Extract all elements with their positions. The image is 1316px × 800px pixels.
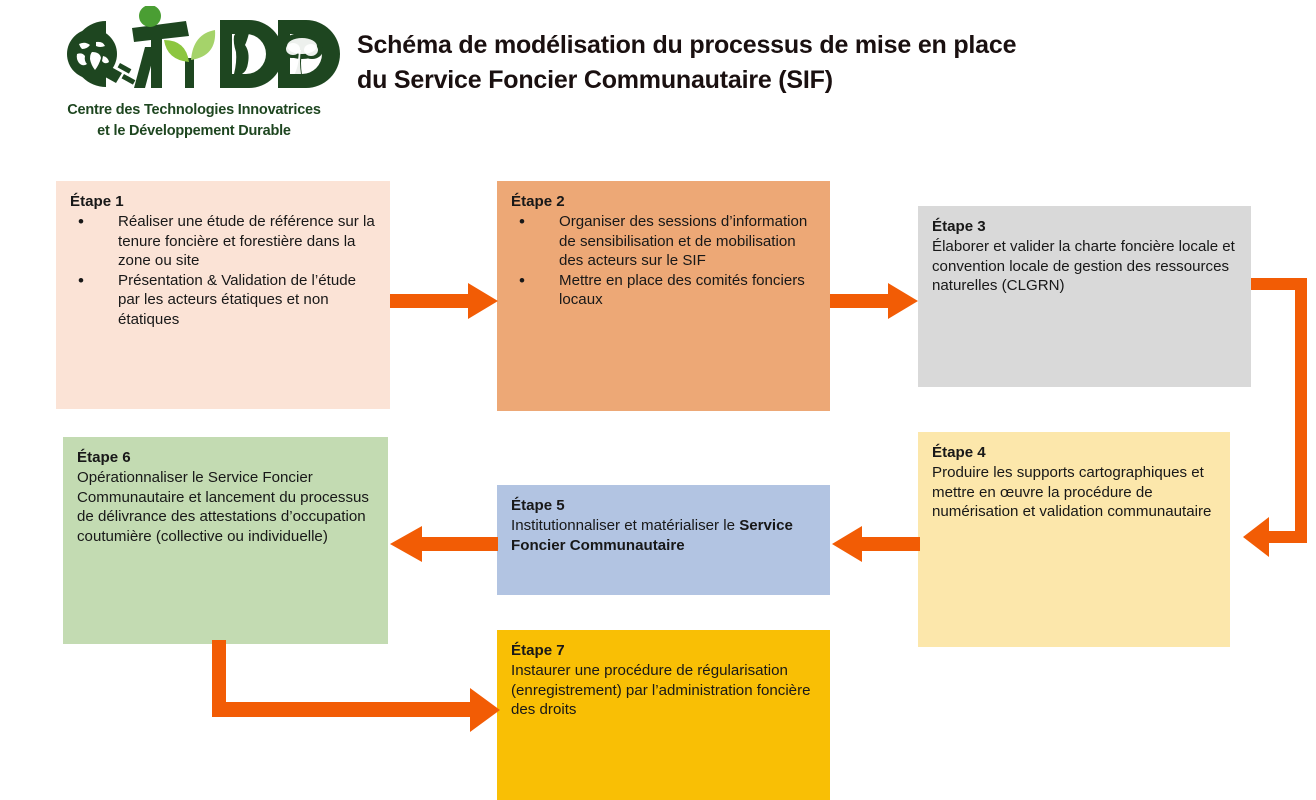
step-title-etape-3: Étape 3 — [932, 218, 986, 235]
step-title-etape-2: Étape 2 — [511, 193, 565, 210]
step-box-etape-6[interactable]: Étape 6 Opérationnaliser le Service Fonc… — [63, 437, 388, 644]
page-title: Schéma de modélisation du processus de m… — [357, 28, 1187, 97]
arrow-step3-to-step4 — [1243, 278, 1307, 557]
step-box-etape-4[interactable]: Étape 4 Produire les supports cartograph… — [918, 432, 1230, 647]
step-text-etape-3: Élaborer et valider la charte foncière l… — [932, 238, 1235, 295]
step-title-etape-5: Étape 5 — [511, 497, 565, 514]
step-bullet-item: Réaliser une étude de référence sur la t… — [70, 211, 376, 270]
step-box-etape-2[interactable]: Étape 2 Organiser des sessions d’informa… — [497, 181, 830, 411]
step-title-etape-7: Étape 7 — [511, 642, 565, 659]
logo-caption-line-2: et le Développement Durable — [97, 123, 291, 139]
step-bullet-item: Mettre en place des comités fonciers loc… — [511, 270, 816, 310]
page-title-line-2: du Service Foncier Communautaire (SIF) — [357, 65, 833, 94]
step-bullet-item: Présentation & Validation de l’étude par… — [70, 270, 376, 329]
page-title-line-1: Schéma de modélisation du processus de m… — [357, 31, 1017, 59]
step-text-etape-5: Institutionnaliser et matérialiser le Se… — [511, 516, 816, 555]
step-title-etape-6: Étape 6 — [77, 449, 131, 466]
step-title-etape-4: Étape 4 — [932, 444, 986, 461]
ctidd-logo: Centre des Technologies Innovatrices et … — [44, 6, 344, 141]
step-box-etape-1[interactable]: Étape 1 Réaliser une étude de référence … — [56, 181, 390, 409]
step-bullets-etape-1: Réaliser une étude de référence sur la t… — [70, 211, 376, 329]
logo-caption-line-1: Centre des Technologies Innovatrices — [67, 102, 321, 118]
step-text-etape-4: Produire les supports cartographiques et… — [932, 464, 1212, 521]
arrow-step5-to-step6 — [390, 526, 498, 562]
step-text-etape-6: Opérationnaliser le Service Foncier Comm… — [77, 469, 369, 545]
step-text-etape-5-emphasis: Service Foncier Communautaire — [511, 517, 793, 554]
step-title-etape-1: Étape 1 — [70, 193, 124, 210]
step-text-etape-5-lead: Institutionnaliser et matérialiser le — [511, 517, 740, 535]
step-box-etape-5[interactable]: Étape 5 Institutionnaliser et matérialis… — [497, 485, 830, 595]
ctidd-logo-mark — [67, 6, 340, 88]
step-text-etape-7: Instaurer une procédure de régularisatio… — [511, 662, 811, 719]
step-box-etape-3[interactable]: Étape 3 Élaborer et valider la charte fo… — [918, 206, 1251, 387]
arrow-step1-to-step2 — [390, 283, 498, 319]
arrow-step4-to-step5 — [832, 526, 920, 562]
step-bullets-etape-2: Organiser des sessions d’information de … — [511, 211, 816, 310]
arrow-step6-to-step7 — [212, 640, 500, 732]
step-box-etape-7[interactable]: Étape 7 Instaurer une procédure de régul… — [497, 630, 830, 800]
step-bullet-item: Organiser des sessions d’information de … — [511, 211, 816, 270]
arrow-step2-to-step3 — [830, 283, 918, 319]
